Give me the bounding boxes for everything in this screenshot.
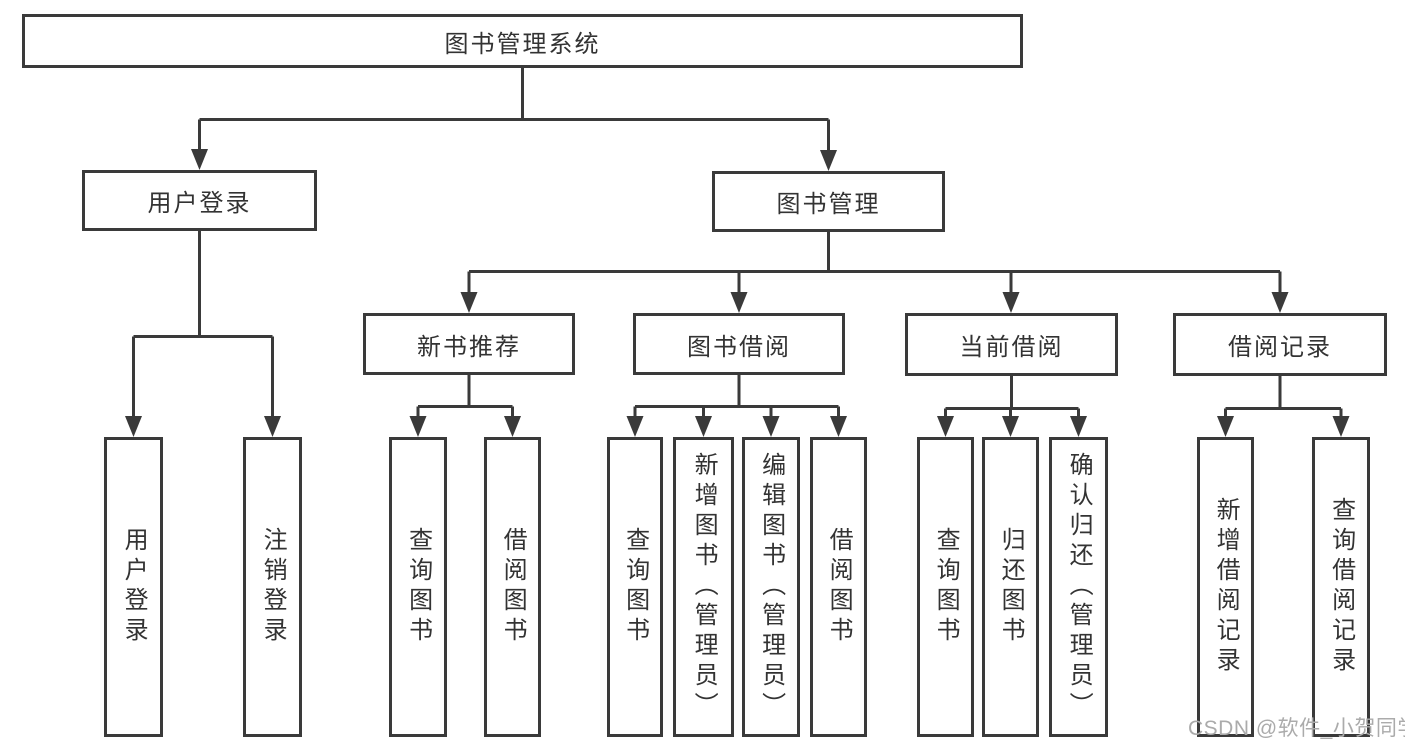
arrowhead-icon [1002,292,1020,313]
node-current-borrow-label: 当前借阅 [959,334,1064,361]
node-current-borrow-box: 当前借阅 [905,313,1118,376]
arrowhead-icon [626,416,644,437]
leaf-cb-confirm-box: 确认归还（管理员） [1049,437,1108,737]
leaf-rec-borrow-label: 借阅图书 [499,527,527,647]
node-login-group-box: 用户登录 [82,170,317,231]
arrowhead-icon [264,416,281,437]
connector-line [132,231,274,419]
leaf-cb-return-box: 归还图书 [982,437,1039,737]
arrowhead-icon [460,292,478,313]
connector-line [944,376,1080,419]
node-borrow-records-label: 借阅记录 [1228,334,1332,361]
leaf-bb-borrow-label: 借阅图书 [825,527,853,647]
leaf-br-add-label: 新增借阅记录 [1212,497,1240,677]
node-book-mgmt-label: 图书管理 [776,191,881,218]
arrowhead-icon [762,416,780,437]
node-book-mgmt-box: 图书管理 [712,171,945,232]
connector-line [198,68,830,153]
arrowhead-icon [695,416,712,437]
arrowhead-icon [1002,416,1019,437]
leaf-cb-query-box: 查询图书 [917,437,974,737]
leaf-cb-return-label: 归还图书 [997,527,1025,647]
node-new-book-rec-label: 新书推荐 [417,333,521,361]
leaf-rec-borrow-box: 借阅图书 [484,437,541,737]
arrowhead-icon [820,150,837,171]
connector-line [633,375,840,419]
node-borrow-records-box: 借阅记录 [1173,313,1387,376]
leaf-login-user-box: 用户登录 [104,437,163,737]
arrowhead-icon [830,416,847,437]
node-root-box: 图书管理系统 [22,14,1023,68]
leaf-bb-edit-box: 编辑图书（管理员） [742,437,800,737]
leaf-rec-query-label: 查询图书 [404,527,432,647]
leaf-bb-add-label: 新增图书（管理员） [690,452,718,722]
arrowhead-icon [1332,416,1350,437]
arrowhead-icon [730,292,748,313]
arrowhead-icon [504,416,521,437]
connector-line [416,375,514,419]
node-book-borrow-label: 图书借阅 [687,333,791,361]
leaf-cb-query-label: 查询图书 [932,527,960,647]
leaf-bb-edit-label: 编辑图书（管理员） [757,452,785,722]
leaf-cb-confirm-label: 确认归还（管理员） [1065,452,1093,722]
connector-line [1224,376,1343,419]
arrowhead-icon [191,149,208,170]
node-root-label: 图书管理系统 [444,30,601,58]
leaf-br-query-box: 查询借阅记录 [1312,437,1370,737]
arrowhead-icon [1070,416,1087,437]
arrowhead-icon [1271,292,1289,313]
leaf-login-logout-label: 注销登录 [259,527,287,647]
leaf-bb-query-box: 查询图书 [607,437,663,737]
leaf-login-user-label: 用户登录 [120,527,148,647]
leaf-br-query-label: 查询借阅记录 [1327,497,1355,677]
node-new-book-rec-box: 新书推荐 [363,313,575,375]
connector-line [467,232,1282,295]
leaf-bb-query-label: 查询图书 [621,527,649,647]
leaf-rec-query-box: 查询图书 [389,437,447,737]
watermark-text: CSDN @软件_小贺同学 [1188,717,1405,740]
arrowhead-icon [937,416,954,437]
node-login-group-label: 用户登录 [147,190,252,217]
arrowhead-icon [409,416,427,437]
leaf-login-logout-box: 注销登录 [243,437,302,737]
node-book-borrow-box: 图书借阅 [633,313,845,375]
arrowhead-icon [1217,416,1234,437]
leaf-bb-add-box: 新增图书（管理员） [673,437,734,737]
arrowhead-icon [125,416,142,437]
leaf-bb-borrow-box: 借阅图书 [810,437,867,737]
leaf-br-add-box: 新增借阅记录 [1197,437,1254,737]
